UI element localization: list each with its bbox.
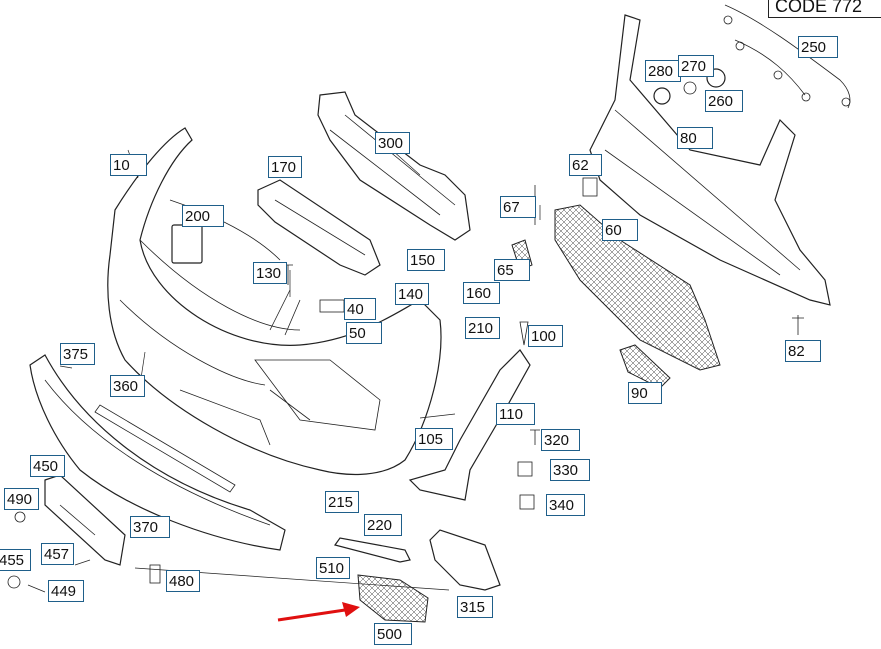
callout-457: 457 [41, 543, 74, 565]
callout-449: 449 [48, 580, 84, 602]
screw-82-drawing [792, 315, 804, 335]
bracket-340-drawing [519, 494, 535, 510]
sensor-holder-drawing [706, 68, 726, 88]
parking-sensor-drawing [653, 87, 671, 105]
callout-320: 320 [541, 429, 580, 451]
clip-455-drawing [7, 575, 21, 589]
callout-370: 370 [130, 516, 170, 538]
callout-250: 250 [798, 36, 838, 58]
air-duct-drawing [257, 179, 381, 276]
fog-lamp-frame-drawing [429, 529, 501, 591]
lower-spoiler-drawing [29, 354, 286, 551]
callout-140: 140 [395, 283, 429, 305]
callout-170: 170 [268, 156, 302, 178]
clip-62-drawing [582, 177, 598, 197]
callout-80: 80 [677, 127, 713, 149]
callout-490: 490 [4, 488, 39, 510]
impact-absorber-drawing [317, 91, 471, 241]
callout-300: 300 [375, 132, 410, 154]
callout-220: 220 [364, 514, 402, 536]
sensor-ring-drawing [683, 81, 697, 95]
callout-90: 90 [628, 382, 662, 404]
callout-100: 100 [528, 325, 563, 347]
bumper-cover-drawing [107, 127, 442, 475]
callout-10: 10 [110, 154, 147, 176]
screw-320-drawing [530, 429, 540, 445]
callout-130: 130 [253, 262, 287, 284]
callout-455: 455 [0, 549, 31, 571]
callout-340: 340 [546, 494, 585, 516]
callout-67: 67 [500, 196, 536, 218]
callout-60: 60 [602, 219, 638, 241]
wheel-arch-liner-drawing [408, 349, 531, 501]
callout-110: 110 [496, 403, 535, 425]
callout-65: 65 [494, 259, 530, 281]
callout-500: 500 [374, 623, 412, 645]
callout-375: 375 [60, 343, 95, 365]
callout-215: 215 [325, 491, 359, 513]
callout-480: 480 [166, 570, 200, 592]
sensor-330-drawing [517, 461, 533, 477]
callout-210: 210 [465, 317, 500, 339]
callout-160: 160 [463, 282, 500, 304]
callout-270: 270 [678, 55, 714, 77]
callout-315: 315 [457, 596, 493, 618]
cover-strip-drawing [94, 404, 236, 493]
clip-490-drawing [14, 511, 26, 523]
clip-100-drawing [519, 321, 529, 346]
callout-150: 150 [407, 249, 445, 271]
callout-360: 360 [110, 375, 145, 397]
callout-450: 450 [30, 455, 65, 477]
callout-40: 40 [344, 298, 376, 320]
bracket-480-drawing [149, 564, 161, 584]
leader-lines [27, 149, 541, 593]
lower-grille-drawing [619, 344, 671, 389]
rivet-105-drawing [419, 413, 456, 419]
callout-510: 510 [316, 557, 350, 579]
callout-200: 200 [182, 205, 224, 227]
callout-62: 62 [569, 154, 602, 176]
callout-330: 330 [550, 459, 590, 481]
callout-260: 260 [705, 90, 743, 112]
callout-50: 50 [346, 322, 382, 344]
trim-strip-drawing [334, 537, 411, 563]
control-unit-drawing [171, 224, 203, 264]
fog-lamp-grille-drawing [357, 574, 429, 623]
code-label: CODE 772 [768, 0, 881, 18]
wiring-harness-drawing [723, 4, 851, 109]
callout-82: 82 [785, 340, 821, 362]
callout-105: 105 [415, 428, 453, 450]
red-arrow [277, 602, 360, 622]
callout-280: 280 [645, 60, 681, 82]
cap-40-drawing [319, 299, 345, 313]
